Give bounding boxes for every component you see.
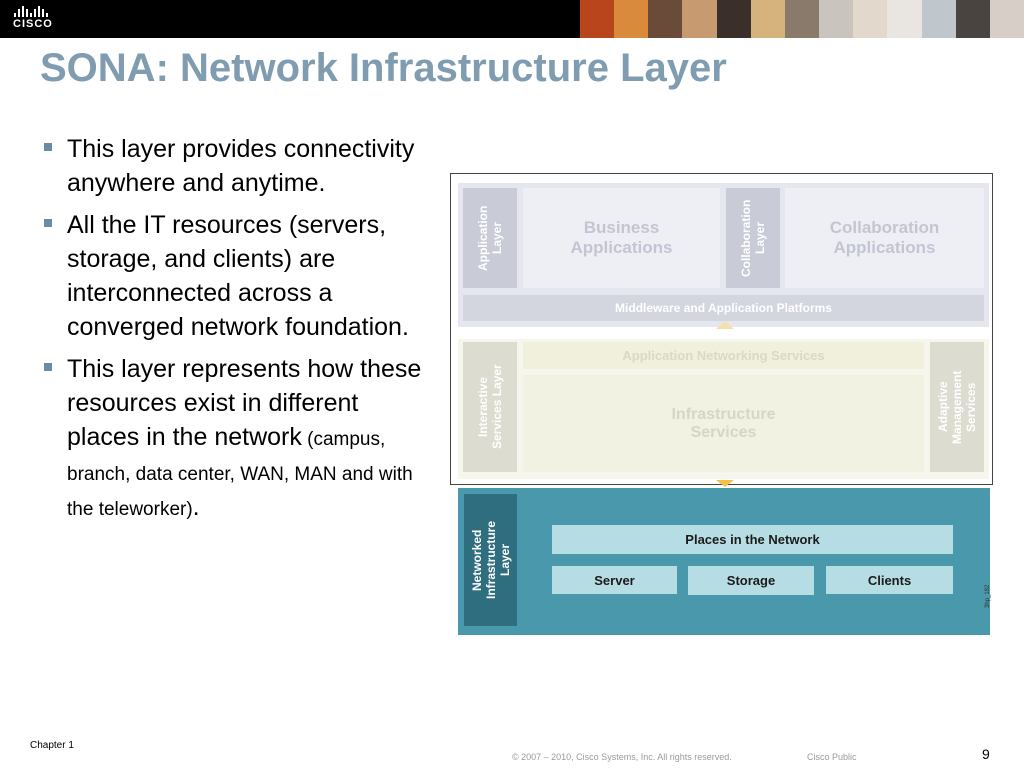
header-photo [819, 0, 854, 38]
header-photo [750, 0, 785, 38]
server-box: Server [552, 566, 677, 594]
storage-text: Storage [726, 573, 776, 588]
figure-id: 3hp_182 [985, 584, 991, 608]
application-layer-label: Application Layer [463, 188, 517, 288]
bullet-item: This layer represents how these resource… [42, 352, 432, 525]
bullet-item: This layer provides connectivity anywher… [42, 132, 432, 200]
bullet-text: All the IT resources (servers, storage, … [67, 211, 409, 341]
interactive-services-text: Interactive Services Layer [476, 364, 504, 450]
services-layer-panel: Interactive Services Layer Application N… [458, 339, 989, 487]
clients-box: Clients [826, 566, 953, 594]
slide-title: SONA: Network Infrastructure Layer [40, 46, 727, 90]
bullet-text: This layer represents how these resource… [67, 355, 422, 451]
footer-copyright: © 2007 – 2010, Cisco Systems, Inc. All r… [512, 752, 732, 762]
infrastructure-services-box: Infrastructure Services [523, 375, 924, 472]
footer-classification: Cisco Public [807, 752, 857, 762]
interactive-services-layer-label: Interactive Services Layer [463, 342, 517, 472]
application-layer-panel: Application Layer Business Applications … [458, 183, 989, 329]
bullet-square-icon [44, 219, 52, 227]
header-photo [580, 0, 615, 38]
cisco-logo: CISCO [10, 4, 58, 34]
business-applications-box: Business Applications [523, 188, 720, 288]
header-photo [921, 0, 956, 38]
adaptive-management-services-label: Adaptive Management Services [930, 342, 984, 472]
page-number: 9 [982, 746, 990, 762]
sona-diagram: Application Layer Business Applications … [450, 173, 995, 635]
collaboration-applications-text: Collaboration Applications [829, 218, 940, 257]
header-photo [989, 0, 1024, 38]
networked-infrastructure-panel: Networked Infrastructure Layer Places in… [458, 488, 990, 635]
middleware-bar: Middleware and Application Platforms [463, 295, 984, 321]
bullet-text: This layer provides connectivity anywher… [67, 135, 415, 197]
header-photo [853, 0, 888, 38]
header-photo [614, 0, 649, 38]
storage-box: Storage [688, 566, 814, 595]
clients-text: Clients [867, 572, 912, 588]
places-in-network-bar: Places in the Network [552, 525, 953, 554]
app-networking-services-text: Application Networking Services [622, 348, 825, 363]
bullet-square-icon [44, 363, 52, 371]
networked-infrastructure-layer-label: Networked Infrastructure Layer [464, 494, 517, 626]
up-arrow-icon [716, 321, 734, 329]
bullet-text-end: . [192, 493, 200, 521]
logo-wordmark: CISCO [13, 18, 53, 30]
header-photo [682, 0, 717, 38]
header-photo [648, 0, 683, 38]
header-photo [955, 0, 990, 38]
networked-infrastructure-text: Networked Infrastructure Layer [469, 520, 512, 600]
adaptive-management-text: Adaptive Management Services [936, 370, 978, 444]
bullet-list: This layer provides connectivity anywher… [42, 132, 432, 533]
server-text: Server [594, 572, 635, 588]
header-bar: CISCO [0, 0, 1024, 38]
header-photo-strip [580, 0, 1024, 38]
down-arrow-icon [716, 480, 734, 487]
app-networking-services-bar: Application Networking Services [523, 342, 924, 369]
collaboration-layer-label: Collaboration Layer [726, 188, 780, 288]
business-applications-text: Business Applications [570, 218, 673, 257]
infrastructure-services-text: Infrastructure Services [671, 405, 776, 441]
header-photo [784, 0, 820, 38]
logo-bars-icon [14, 6, 48, 17]
header-photo [716, 0, 751, 38]
footer-chapter: Chapter 1 [30, 740, 74, 751]
places-in-network-text: Places in the Network [685, 532, 820, 547]
bullet-square-icon [44, 143, 52, 151]
bullet-item: All the IT resources (servers, storage, … [42, 208, 432, 344]
bullet-text-detail: (campus, branch, data center, WAN, MAN a… [67, 429, 413, 520]
application-layer-text: Application Layer [476, 205, 504, 271]
middleware-text: Middleware and Application Platforms [615, 301, 832, 315]
collaboration-layer-text: Collaboration Layer [739, 199, 767, 277]
collaboration-applications-box: Collaboration Applications [785, 188, 984, 288]
header-photo [887, 0, 922, 38]
